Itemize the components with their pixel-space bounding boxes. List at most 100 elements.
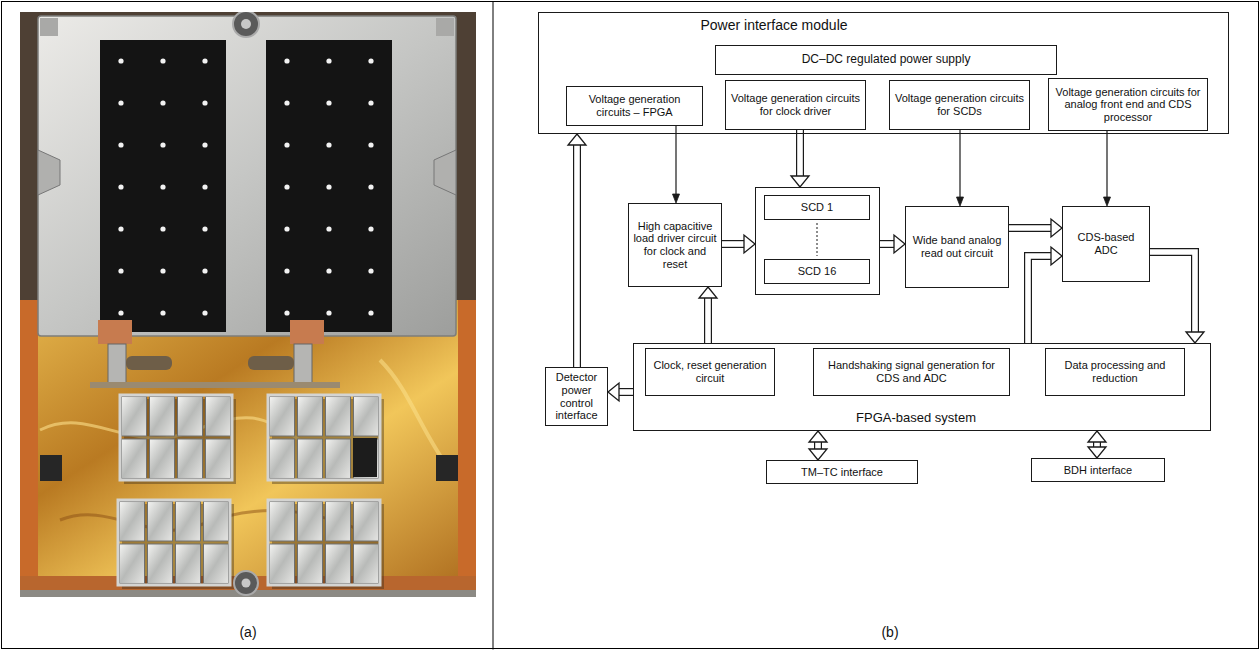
radiator-lid (38, 16, 456, 336)
arrow-shaft-outline (573, 145, 581, 367)
ellipsis-dashes (817, 223, 818, 256)
arrow-shaft-outline (1009, 224, 1051, 232)
process-box: Voltage generation circuits – FPGA (566, 86, 703, 126)
connector-arrow (791, 130, 809, 187)
arrow-head (809, 449, 827, 460)
black-panel (266, 40, 392, 332)
detector-box: SCD 1 (764, 195, 870, 220)
arrow-shaft-outline (1150, 252, 1195, 332)
detector-box: SCD 16 (764, 259, 870, 284)
process-box: Voltage generation circuits for analog f… (1048, 78, 1208, 131)
latch-knob (234, 571, 258, 595)
arrow-shaft-fill (619, 389, 633, 395)
panel-dots (266, 40, 392, 332)
detector-module (118, 500, 230, 585)
connector-arrow (568, 134, 586, 367)
process-box: Wide band analog read out circuit (905, 206, 1009, 288)
hinge (294, 344, 312, 384)
process-box: High capacitive load driver circuit for … (628, 203, 722, 287)
latch-knob-center (241, 19, 251, 29)
arrow-shaft-outline (722, 240, 744, 248)
arrow-shaft-fill (574, 145, 580, 367)
latch-knob-center (242, 579, 251, 588)
hinge-spring (126, 356, 172, 370)
box-text: Handshaking signal generation for CDS an… (818, 359, 1005, 384)
lid-corner (436, 18, 454, 36)
panel-dots (100, 40, 226, 332)
foil-wrinkle (380, 360, 450, 470)
connector-arrow (1104, 131, 1111, 206)
arrow-shaft-fill (815, 442, 821, 449)
arrow-shaft-fill (880, 241, 894, 247)
process-box: DC–DC regulated power supply (715, 45, 1057, 75)
connector-arrow (1009, 219, 1062, 237)
connector-arrow (673, 126, 680, 203)
box-text: CDS-based ADC (1067, 231, 1145, 256)
arrow-shaft-outline (796, 130, 804, 176)
connector-arrow (809, 431, 827, 460)
latch-knob (233, 12, 259, 37)
arrow-shaft-fill (1094, 442, 1100, 447)
box-text: BDH interface (1064, 464, 1132, 477)
process-box: Voltage generation circuits for clock dr… (725, 80, 866, 130)
arrow-shaft-outline (1093, 442, 1101, 447)
arrow-shaft-outline (704, 298, 712, 343)
kapton-tape (458, 300, 476, 597)
process-box: Handshaking signal generation for CDS an… (813, 348, 1010, 396)
process-box: Data processing and reduction (1045, 348, 1185, 396)
arrow-head (1088, 447, 1106, 458)
process-box: CDS-based ADC (1062, 206, 1150, 282)
connector-arrow (880, 235, 905, 253)
arrow-head (1186, 332, 1204, 343)
arrow-shaft-fill (1028, 256, 1051, 343)
system-box: FPGA-based system Clock, reset generation… (633, 343, 1211, 431)
process-box: Clock, reset generation circuit (645, 348, 775, 396)
arrow-shaft-outline (619, 388, 633, 396)
lid-corner (40, 18, 58, 36)
connector-arrow (722, 235, 755, 253)
side-block (40, 455, 62, 481)
connector-arrow (1088, 431, 1106, 458)
instrument-photo (20, 12, 476, 597)
arrow-shaft-outline (814, 442, 822, 449)
arrow-head (568, 134, 586, 145)
box-text: Voltage generation circuits for SCDs (894, 92, 1025, 117)
connector-arrow (1028, 247, 1062, 343)
box-text: Voltage generation circuits for clock dr… (730, 92, 861, 117)
arrow-shaft (1106, 131, 1107, 197)
arrow-head (673, 194, 680, 203)
arrow-shaft-fill (705, 298, 711, 343)
arrow-head (791, 176, 809, 187)
black-panel (100, 40, 226, 332)
dark-tile (353, 438, 377, 477)
connector-arrow (957, 130, 964, 206)
process-box: Detector power control interface (545, 367, 608, 426)
box-text: Detector power control interface (550, 371, 603, 422)
kapton-tape (20, 300, 38, 597)
copper-tab (290, 320, 324, 344)
box-text: Clock, reset generation circuit (650, 359, 770, 384)
arrow-shaft-outline (1028, 256, 1051, 343)
arrow-shaft-fill (722, 241, 744, 247)
box-text: Wide band analog read out circuit (910, 234, 1004, 259)
box-title: FPGA-based system (856, 411, 976, 426)
arrow-head (894, 235, 905, 253)
arrow-head (957, 197, 964, 206)
arrow-head (699, 287, 717, 298)
side-block (436, 455, 458, 481)
hinge-spring (248, 356, 294, 370)
interface-box: TM–TC interface (766, 460, 918, 484)
arrow-shaft-outline (880, 240, 894, 248)
connector-arrow (608, 383, 633, 401)
panel-divider (493, 2, 494, 650)
detector-module (120, 395, 232, 480)
gold-foil (20, 300, 476, 597)
lid-bracket (434, 150, 456, 195)
box-text: High capacitive load driver circuit for … (633, 220, 717, 271)
box-text: SCD 16 (798, 265, 837, 278)
detector-module (268, 395, 380, 480)
box-text: Data processing and reduction (1050, 359, 1180, 384)
arrow-head (1051, 247, 1062, 265)
box-title: Power interface module (700, 17, 847, 33)
